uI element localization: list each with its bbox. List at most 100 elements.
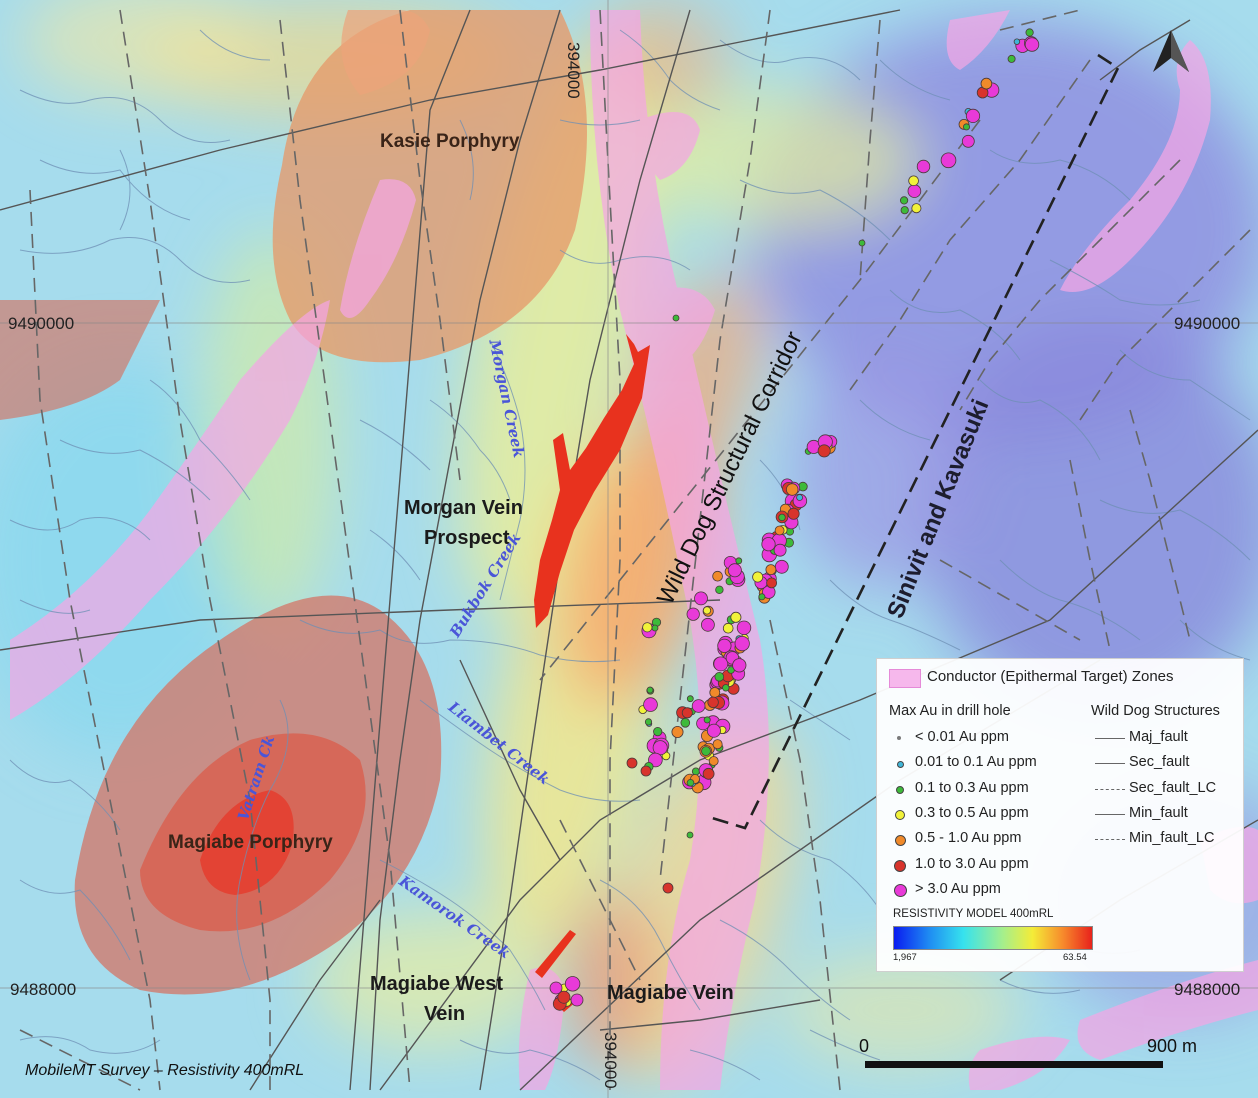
kasie-porphyry-label: Kasie Porphyry xyxy=(380,131,520,152)
drill-hole-marker xyxy=(730,611,742,623)
drill-hole-marker xyxy=(713,656,729,672)
drill-hole-marker xyxy=(626,757,638,769)
drill-hole-marker xyxy=(709,687,721,698)
drill-hole-marker xyxy=(651,624,659,632)
au-class-marker xyxy=(894,859,906,872)
drill-hole-marker xyxy=(717,638,732,653)
morgan-vein-label-line2: Prospect xyxy=(424,527,510,549)
drill-hole-marker xyxy=(653,726,663,737)
drill-hole-marker xyxy=(671,726,684,739)
structures-legend-title: Wild Dog Structures xyxy=(1091,703,1220,719)
au-class-label: > 3.0 Au ppm xyxy=(915,880,1001,897)
drill-hole-marker xyxy=(694,591,708,606)
structure-line-sample xyxy=(1095,839,1125,841)
au-class-label: 0.3 to 0.5 Au ppm xyxy=(915,804,1029,821)
drill-hole-marker xyxy=(702,767,715,780)
drill-hole-marker xyxy=(735,557,743,565)
drill-hole-marker xyxy=(940,152,957,169)
au-class-marker xyxy=(896,760,904,768)
structure-line-sample xyxy=(1095,763,1125,765)
drill-hole-marker xyxy=(766,577,777,589)
au-class-label: 0.5 - 1.0 Au ppm xyxy=(915,830,1022,847)
scale-start-label: 0 xyxy=(859,1036,870,1056)
drill-hole-marker xyxy=(911,203,922,214)
drill-hole-marker xyxy=(899,196,909,205)
structure-line-sample xyxy=(1095,788,1125,790)
resistivity-min-label: 1,967 xyxy=(893,952,917,963)
morgan-vein-polygon xyxy=(534,334,650,628)
northing-9490000-left: 9490000 xyxy=(8,314,75,333)
resistivity-max-label: 63.54 xyxy=(1063,952,1087,963)
drill-hole-marker xyxy=(727,563,742,578)
resistivity-colorbar xyxy=(893,926,1093,950)
drill-hole-marker xyxy=(712,739,723,750)
drill-hole-marker xyxy=(686,607,700,621)
drill-hole-marker xyxy=(900,206,909,215)
magiabe-west-vein-label-line2: Vein xyxy=(424,1003,466,1025)
drill-hole-marker xyxy=(672,314,680,322)
drill-hole-marker xyxy=(712,570,723,582)
drill-hole-marker xyxy=(778,513,786,522)
magiabe-vein-label: Magiabe Vein xyxy=(607,982,734,1004)
drill-hole-marker xyxy=(549,981,563,995)
drill-hole-marker xyxy=(786,483,799,496)
drill-hole-marker xyxy=(734,635,750,652)
drill-hole-marker xyxy=(774,525,785,536)
northing-9490000-right: 9490000 xyxy=(1174,314,1241,333)
drill-hole-marker xyxy=(707,696,719,709)
au-class-label: 0.1 to 0.3 Au ppm xyxy=(915,779,1029,796)
au-class-marker xyxy=(897,736,901,740)
au-class-label: < 0.01 Au ppm xyxy=(915,729,1009,745)
drill-hole-marker xyxy=(963,123,971,131)
drill-hole-marker xyxy=(701,746,711,756)
magiabe-west-vein-polygon xyxy=(535,930,576,978)
magiabe-porphyry-label: Magiabe Porphyry xyxy=(168,832,333,853)
drill-hole-marker xyxy=(564,976,581,992)
drill-hole-marker xyxy=(722,622,734,634)
drill-hole-marker xyxy=(691,767,700,776)
structure-line-sample xyxy=(1095,813,1125,815)
map-legend: Conductor (Epithermal Target) Zones Max … xyxy=(876,658,1244,972)
drill-hole-marker xyxy=(796,494,803,501)
structure-label: Min_fault xyxy=(1129,804,1188,821)
drill-hole-marker xyxy=(858,239,866,247)
sinivit-corridor-outline xyxy=(711,53,1120,830)
drill-hole-marker xyxy=(774,559,789,574)
au-class-marker xyxy=(893,884,907,898)
structure-label: Sec_fault_LC xyxy=(1129,779,1217,796)
drill-hole-marker xyxy=(686,695,694,703)
survey-caption: MobileMT Survey – Resistivity 400mRL xyxy=(25,1062,305,1079)
north-arrow-icon xyxy=(1153,30,1189,72)
scale-end-label: 900 m xyxy=(1147,1036,1198,1056)
drill-hole-marker xyxy=(686,778,695,787)
drill-hole-marker xyxy=(758,593,766,601)
drill-hole-marker xyxy=(714,671,725,682)
au-class-marker xyxy=(894,834,906,846)
structure-line-sample xyxy=(1095,738,1125,739)
drill-hole-marker xyxy=(646,686,654,694)
drill-hole-marker xyxy=(732,658,747,673)
au-class-label: 0.01 to 0.1 Au ppm xyxy=(915,754,1037,771)
resistivity-legend-title: RESISTIVITY MODEL 400mRL xyxy=(893,908,1054,920)
au-class-marker xyxy=(895,809,905,820)
drill-hole-marker xyxy=(715,585,724,594)
drill-hole-marker xyxy=(640,765,652,777)
drill-hole-marker xyxy=(765,564,777,575)
drill-hole-marker xyxy=(706,723,721,738)
easting-394000-top: 394000 xyxy=(564,42,583,99)
drill-hole-marker xyxy=(817,444,831,458)
drill-hole-marker xyxy=(681,707,693,719)
drill-hole-marker xyxy=(1007,54,1016,63)
drill-hole-marker xyxy=(691,699,706,713)
drill-hole-marker xyxy=(701,617,715,632)
drill-hole-marker xyxy=(761,537,776,552)
drill-hole-marker xyxy=(652,740,668,756)
drill-hole-markers xyxy=(549,28,1040,1011)
structure-label: Min_fault_LC xyxy=(1129,830,1215,847)
drill-hole-marker xyxy=(787,507,800,520)
conductor-swatch xyxy=(889,669,921,688)
drill-hole-marker xyxy=(965,108,981,124)
